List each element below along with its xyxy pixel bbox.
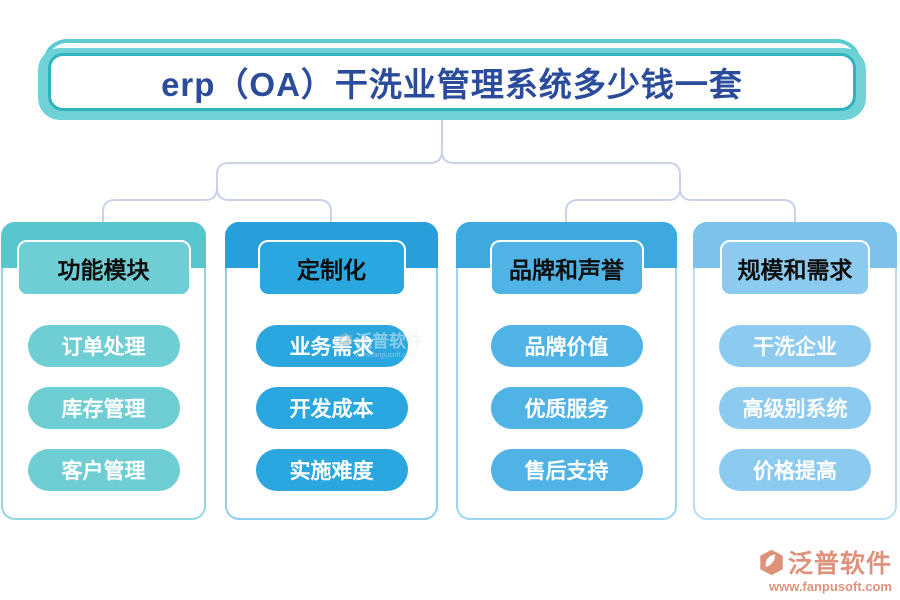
branch-header: 品牌和声誉 (489, 240, 644, 296)
node-pill: 售后支持 (490, 449, 643, 491)
watermark-url: www.fanpusoft.com (768, 579, 892, 594)
node-pill: 实施难度 (255, 449, 408, 491)
node-pill: 干洗企业 (719, 325, 871, 367)
branch-function-modules: 功能模块 订单处理 库存管理 客户管理 (1, 222, 206, 520)
node-pill: 客户管理 (27, 449, 180, 491)
node-pill: 品牌价值 (490, 325, 643, 367)
branch-header: 规模和需求 (720, 240, 870, 296)
node-pill: 业务需求 (255, 325, 408, 367)
node-pill: 高级别系统 (719, 387, 871, 429)
branch-header: 定制化 (257, 240, 406, 296)
root-title-box: erp（OA）干洗业管理系统多少钱一套 (38, 48, 866, 120)
node-pill: 优质服务 (490, 387, 643, 429)
branch-brand-reputation: 品牌和声誉 品牌价值 优质服务 售后支持 (456, 222, 677, 520)
root-title-inner-frame: erp（OA）干洗业管理系统多少钱一套 (48, 53, 856, 111)
fanpu-logo-icon (760, 549, 783, 575)
node-pill: 订单处理 (27, 325, 180, 367)
node-pill: 库存管理 (27, 387, 180, 429)
node-pill: 开发成本 (255, 387, 408, 429)
branch-scale-demand: 规模和需求 干洗企业 高级别系统 价格提高 (693, 222, 897, 520)
branch-customization: 定制化 业务需求 开发成本 实施难度 (225, 222, 438, 520)
node-pill: 价格提高 (719, 449, 871, 491)
page-title: erp（OA）干洗业管理系统多少钱一套 (161, 66, 743, 103)
watermark-brand: 泛普软件 (787, 550, 892, 578)
branch-header: 功能模块 (16, 240, 191, 296)
watermark: 泛普软件 www.fanpusoft.com (758, 544, 892, 594)
